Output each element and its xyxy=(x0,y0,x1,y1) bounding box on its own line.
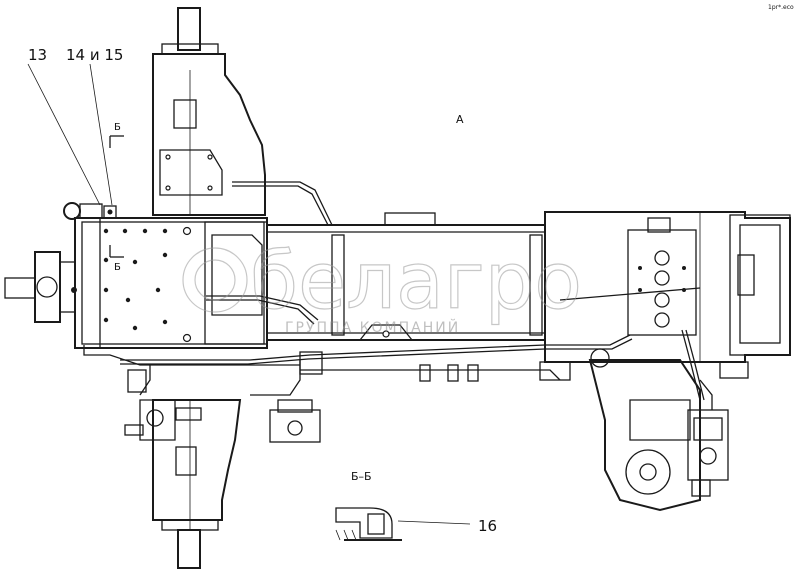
bolt-pattern xyxy=(103,226,192,343)
input-flange xyxy=(4,251,77,323)
watermark-subtitle: ГРУППА КОМПАНИЙ xyxy=(285,318,460,336)
hydraulic-pipes xyxy=(83,181,705,401)
axle-housing xyxy=(152,7,266,569)
leader-lines xyxy=(27,63,471,525)
label-section-top: Б xyxy=(114,122,121,133)
watermark: белагро ГРУППА КОМПАНИЙ xyxy=(182,236,583,336)
corner-mark: 1pr*.eco xyxy=(768,4,794,11)
label-13: 13 xyxy=(28,46,47,64)
watermark-brand: белагро xyxy=(250,237,582,327)
label-16: 16 xyxy=(478,517,497,535)
label-14-15: 14 и 15 xyxy=(66,46,123,64)
label-view-a: А xyxy=(456,113,464,126)
gearbox-housing xyxy=(74,217,268,349)
upper-fitting xyxy=(63,202,117,220)
label-section-bottom: Б xyxy=(114,262,121,273)
lift-bracket xyxy=(588,348,701,512)
hydraulic-distributor xyxy=(559,217,701,336)
hydraulic-valve xyxy=(687,379,729,497)
section-bb-inset xyxy=(335,507,402,541)
lower-components xyxy=(124,351,571,443)
section-marker xyxy=(109,135,124,258)
rear-housing xyxy=(544,211,791,379)
label-section-title: Б–Б xyxy=(351,470,372,483)
